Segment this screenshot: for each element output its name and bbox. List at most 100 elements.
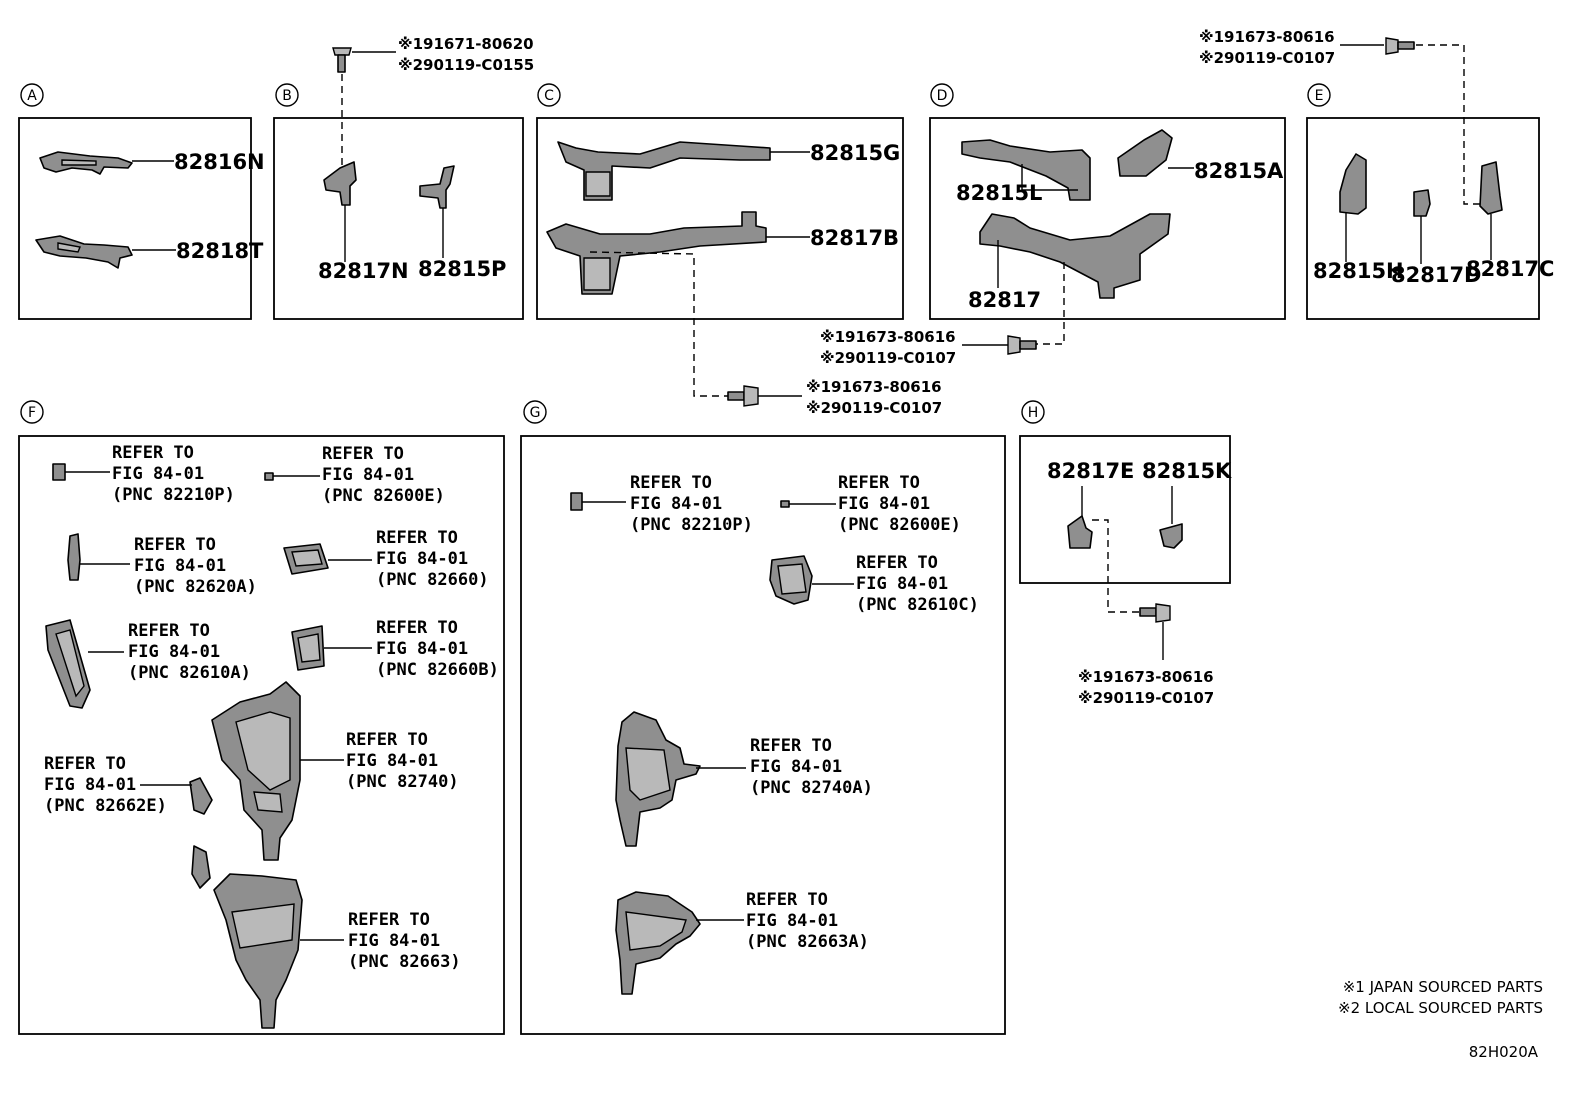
refer-to-callout-82610c: REFER TO FIG 84-01 (PNC 82610C): [856, 553, 979, 615]
svg-text:※191673-80616: ※191673-80616: [1078, 668, 1214, 686]
bolt-icon: [1007, 335, 1037, 355]
bracket-icon: [35, 235, 133, 269]
svg-text:REFER TO: REFER TO: [134, 535, 216, 555]
bolt-callout-3: ※191673-80616 ※290119-C0107: [820, 328, 956, 367]
bolt-callout-1: ※191671-80620 ※290119-C0155: [398, 35, 534, 74]
svg-text:※290119-C0107: ※290119-C0107: [820, 349, 956, 367]
connector-icon: [570, 492, 583, 511]
refer-to-callout-82620a: REFER TO FIG 84-01 (PNC 82620A): [134, 535, 257, 597]
refer-to-callout-82600e-g: REFER TO FIG 84-01 (PNC 82600E): [838, 473, 961, 535]
part-number-82816n: 82816N: [174, 150, 265, 174]
refer-to-callout-82210p: REFER TO FIG 84-01 (PNC 82210P): [112, 443, 235, 505]
svg-text:FIG 84-01: FIG 84-01: [856, 574, 948, 594]
svg-text:※2 LOCAL SOURCED PARTS: ※2 LOCAL SOURCED PARTS: [1338, 999, 1543, 1017]
part-number-82817d: 82817D: [1391, 263, 1482, 287]
connector-icon: [291, 625, 325, 671]
bracket-icon: [39, 151, 133, 175]
clip-icon: [191, 845, 211, 889]
bracket-icon: [546, 211, 767, 295]
bolt-icon: [727, 385, 759, 407]
svg-text:D: D: [937, 88, 948, 104]
bracket-icon: [1117, 129, 1173, 177]
clip-icon: [189, 777, 213, 815]
svg-text:(PNC 82610C): (PNC 82610C): [856, 595, 979, 615]
part-number-82815k: 82815K: [1142, 459, 1232, 483]
svg-text:FIG 84-01: FIG 84-01: [838, 494, 930, 514]
svg-text:(PNC 82210P): (PNC 82210P): [630, 515, 753, 535]
svg-text:※290119-C0107: ※290119-C0107: [1078, 689, 1214, 707]
part-number-82815h: 82815H: [1313, 259, 1404, 283]
bracket-icon: [1339, 153, 1367, 215]
bolt-callout-4: ※191673-80616 ※290119-C0107: [1199, 28, 1335, 67]
section-label-f: F: [20, 400, 44, 424]
svg-text:(PNC 82610A): (PNC 82610A): [128, 663, 251, 683]
svg-text:C: C: [544, 88, 554, 104]
section-f-frame: [18, 435, 505, 1035]
svg-text:(PNC 82740A): (PNC 82740A): [750, 778, 873, 798]
connector-icon: [769, 555, 813, 605]
connector-icon: [52, 463, 66, 481]
part-number-82817e: 82817E: [1047, 459, 1134, 483]
svg-text:(PNC 82663): (PNC 82663): [348, 952, 461, 972]
section-label-e: E: [1307, 83, 1331, 107]
refer-to-callout-82210p-g: REFER TO FIG 84-01 (PNC 82210P): [630, 473, 753, 535]
svg-text:A: A: [27, 88, 37, 104]
bracket-icon: [615, 711, 701, 847]
svg-text:REFER TO: REFER TO: [44, 754, 126, 774]
svg-text:FIG 84-01: FIG 84-01: [348, 931, 440, 951]
refer-to-callout-82660b: REFER TO FIG 84-01 (PNC 82660B): [376, 618, 499, 680]
bolt-icon: [1385, 37, 1415, 55]
bracket-icon: [67, 533, 81, 581]
refer-to-callout-82662e: REFER TO FIG 84-01 (PNC 82662E): [44, 754, 167, 816]
svg-text:※290119-C0107: ※290119-C0107: [806, 399, 942, 417]
bracket-icon: [419, 165, 455, 209]
refer-to-callout-82663a: REFER TO FIG 84-01 (PNC 82663A): [746, 890, 869, 952]
svg-text:※191673-80616: ※191673-80616: [1199, 28, 1335, 46]
svg-text:FIG 84-01: FIG 84-01: [134, 556, 226, 576]
svg-text:(PNC 82663A): (PNC 82663A): [746, 932, 869, 952]
section-e-frame: [1306, 117, 1540, 320]
svg-text:FIG 84-01: FIG 84-01: [322, 465, 414, 485]
svg-text:(PNC 82660B): (PNC 82660B): [376, 660, 499, 680]
section-label-b: B: [275, 83, 299, 107]
part-number-82817b: 82817B: [810, 226, 899, 250]
bracket-icon: [961, 139, 1091, 201]
svg-text:REFER TO: REFER TO: [746, 890, 828, 910]
svg-text:REFER TO: REFER TO: [376, 528, 458, 548]
section-g-frame: [520, 435, 1006, 1035]
bracket-icon: [615, 891, 701, 995]
svg-text:(PNC 82660): (PNC 82660): [376, 570, 489, 590]
svg-text:E: E: [1315, 88, 1324, 104]
bracket-icon: [557, 141, 771, 201]
connector-icon: [283, 543, 329, 575]
part-number-82818t: 82818T: [176, 239, 264, 263]
section-label-h: H: [1021, 400, 1045, 424]
svg-text:B: B: [282, 88, 292, 104]
refer-to-callout-82660: REFER TO FIG 84-01 (PNC 82660): [376, 528, 489, 590]
svg-text:FIG 84-01: FIG 84-01: [346, 751, 438, 771]
svg-text:(PNC 82740): (PNC 82740): [346, 772, 459, 792]
bolt-icon: [332, 47, 352, 73]
section-b-frame: [273, 117, 524, 320]
bolt-callout-5: ※191673-80616 ※290119-C0107: [1078, 668, 1214, 707]
svg-text:(PNC 82600E): (PNC 82600E): [322, 486, 445, 506]
part-number-82817n: 82817N: [318, 259, 409, 283]
svg-text:REFER TO: REFER TO: [856, 553, 938, 573]
clip-icon: [264, 472, 274, 481]
bracket-icon: [1067, 515, 1093, 549]
section-a-frame: [18, 117, 252, 320]
bracket-icon: [213, 873, 303, 1029]
svg-text:REFER TO: REFER TO: [112, 443, 194, 463]
svg-text:(PNC 82600E): (PNC 82600E): [838, 515, 961, 535]
svg-text:REFER TO: REFER TO: [838, 473, 920, 493]
footnote-legend: ※1 JAPAN SOURCED PARTS ※2 LOCAL SOURCED …: [1338, 978, 1543, 1017]
refer-to-callout-82600e: REFER TO FIG 84-01 (PNC 82600E): [322, 444, 445, 506]
svg-text:※191671-80620: ※191671-80620: [398, 35, 534, 53]
bolt-callout-2: ※191673-80616 ※290119-C0107: [806, 378, 942, 417]
svg-text:REFER TO: REFER TO: [376, 618, 458, 638]
svg-text:REFER TO: REFER TO: [630, 473, 712, 493]
section-label-g: G: [523, 400, 547, 424]
svg-text:REFER TO: REFER TO: [346, 730, 428, 750]
section-c-frame: [536, 117, 904, 320]
